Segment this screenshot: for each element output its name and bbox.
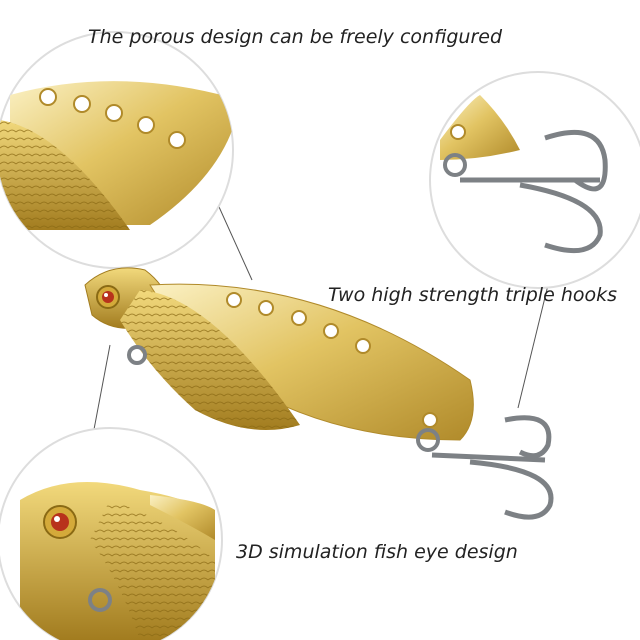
caption-porous-design: The porous design can be freely configur… — [88, 26, 503, 48]
leader-line-eye — [91, 344, 111, 441]
leader-line-hooks — [517, 284, 549, 409]
callout-blade-holes — [0, 31, 234, 269]
caption-triple-hooks: Two high strength triple hooks — [328, 284, 618, 306]
callout-fish-eye — [0, 427, 223, 640]
leader-line-porous — [214, 197, 253, 281]
caption-fish-eye: 3D simulation fish eye design — [236, 541, 518, 563]
lure-main — [84, 267, 554, 520]
callout-triple-hook — [429, 71, 640, 289]
